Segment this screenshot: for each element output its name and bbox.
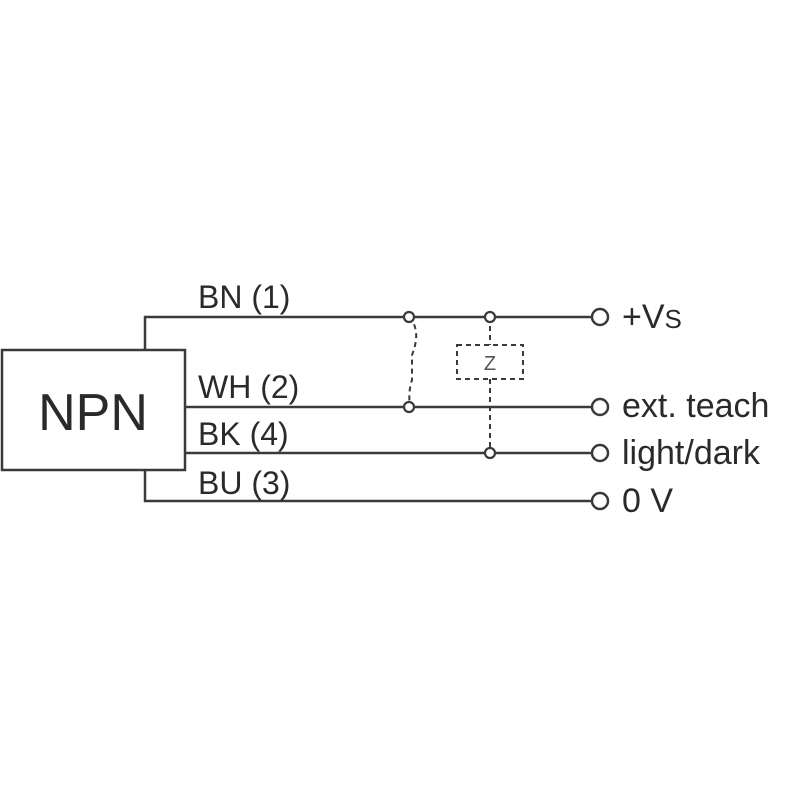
terminal-vs-main: +V	[622, 298, 665, 336]
npn-label: NPN	[38, 384, 148, 442]
load-z-box	[456, 344, 524, 380]
junction-node	[402, 310, 416, 324]
wire-bu-label: BU (3)	[198, 465, 290, 501]
terminal-zero-label: 0 V	[622, 482, 673, 520]
terminal-teach	[590, 397, 610, 417]
load-z-label: Z	[484, 353, 496, 375]
wire-bn	[143, 315, 592, 350]
wire-bn-label: BN (1)	[198, 279, 290, 315]
terminal-lightdark	[590, 443, 610, 463]
terminal-vs	[590, 307, 610, 327]
junction-node	[483, 310, 497, 324]
wire-wh-label: WH (2)	[198, 369, 299, 405]
teach-link-dashed	[408, 316, 418, 408]
terminal-zero	[590, 491, 610, 511]
wire-bu	[143, 470, 592, 503]
wire-bk-label: BK (4)	[198, 416, 289, 452]
terminal-lightdark-label: light/dark	[622, 434, 761, 472]
terminal-teach-label: ext. teach	[622, 387, 769, 425]
terminal-vs-label: +VS	[622, 298, 682, 336]
npn-box	[0, 348, 187, 472]
junction-node	[402, 400, 416, 414]
junction-node	[483, 446, 497, 460]
terminal-vs-sub: S	[665, 304, 682, 334]
